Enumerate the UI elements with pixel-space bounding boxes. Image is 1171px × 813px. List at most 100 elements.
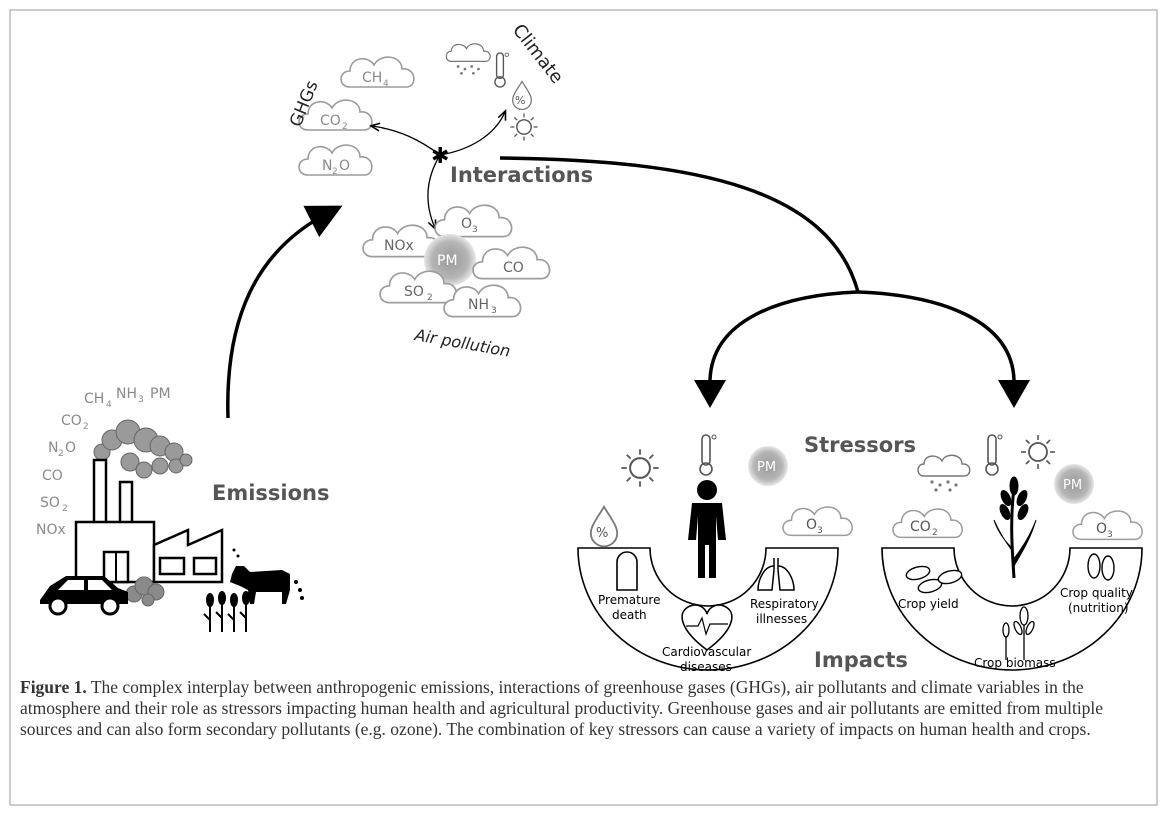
svg-text:2: 2	[58, 449, 64, 459]
svg-text:N: N	[322, 158, 332, 174]
o3-cloud-crops: O 3	[1072, 510, 1143, 541]
figure-caption: Figure 1. The complex interplay between …	[20, 677, 1150, 740]
svg-text:O: O	[339, 158, 350, 174]
svg-text:Respiratory: Respiratory	[750, 597, 819, 611]
svg-text:4: 4	[106, 400, 112, 410]
svg-text:NOx: NOx	[36, 522, 66, 538]
person-icon	[688, 480, 726, 578]
svg-text:O: O	[806, 517, 817, 533]
arrowhead-crops	[998, 380, 1030, 408]
crop-quality-icon	[1087, 553, 1115, 581]
health-impacts-panel: PM % O 3 Premature death Cardiovascular …	[577, 434, 853, 674]
svg-text:O: O	[461, 216, 472, 232]
caption-text: The complex interplay between anthropoge…	[20, 677, 1104, 739]
svg-text:3: 3	[472, 225, 478, 235]
svg-text:NH: NH	[468, 297, 489, 313]
svg-text:2: 2	[332, 167, 338, 177]
svg-text:PM: PM	[150, 386, 171, 402]
svg-text:CO: CO	[42, 468, 63, 484]
svg-text:Premature: Premature	[598, 593, 660, 607]
pollutant-cloud-so2: SO 2	[379, 270, 458, 304]
pm-icon-health: PM	[748, 446, 788, 486]
figure-border	[9, 9, 1158, 806]
pollutant-cloud-nox: NOx	[362, 224, 441, 258]
interaction-arrows	[372, 112, 505, 228]
emissions-arrow	[226, 205, 343, 419]
ghg-cloud-n2o: N 2 O	[298, 144, 373, 177]
svg-text:CO: CO	[320, 113, 341, 129]
svg-text:NOx: NOx	[384, 238, 414, 254]
svg-text:%: %	[515, 94, 525, 107]
premature-death-icon	[616, 551, 638, 591]
humidity-icon-health: %	[589, 505, 619, 548]
caption-label: Figure 1.	[20, 677, 87, 697]
svg-text:illnesses: illnesses	[756, 612, 807, 626]
pollutant-cloud-co: CO	[472, 246, 551, 280]
o3-cloud-health: O 3	[782, 506, 853, 537]
svg-text:(nutrition): (nutrition)	[1068, 601, 1129, 615]
svg-text:O: O	[65, 440, 76, 456]
ghg-cloud-ch4: CH 4	[340, 56, 415, 89]
svg-text:2: 2	[62, 504, 68, 514]
lungs-icon	[757, 558, 795, 591]
svg-text:%: %	[596, 526, 608, 541]
svg-text:Crop biomass: Crop biomass	[974, 656, 1056, 670]
svg-text:3: 3	[817, 526, 823, 536]
arrow-to-health	[708, 290, 859, 381]
stressors-label: Stressors	[804, 433, 916, 457]
svg-text:CO: CO	[61, 413, 82, 429]
heart-icon	[681, 604, 733, 651]
svg-text:O: O	[1096, 521, 1107, 537]
svg-text:4: 4	[383, 79, 389, 89]
interactions-label: Interactions	[450, 163, 593, 187]
svg-text:SO: SO	[404, 284, 424, 300]
svg-text:2: 2	[932, 528, 938, 538]
svg-text:Crop yield: Crop yield	[898, 597, 959, 611]
co2-cloud-crops: CO 2	[892, 508, 963, 539]
svg-text:2: 2	[427, 293, 433, 303]
interaction-star: ✱	[431, 144, 449, 169]
svg-text:Cardiovascular: Cardiovascular	[662, 645, 751, 659]
svg-text:diseases: diseases	[680, 660, 732, 674]
svg-text:3: 3	[491, 306, 497, 316]
pollutant-cloud-o3: O 3	[434, 204, 513, 238]
impacts-label: Impacts	[814, 648, 908, 672]
arrow-to-crops	[857, 290, 1016, 381]
crops-icon	[203, 591, 250, 632]
svg-text:PM: PM	[757, 460, 776, 475]
pollutant-cloud-nh3: NH 3	[443, 284, 522, 318]
interactions-to-stressors-line	[499, 156, 860, 293]
svg-text:PM: PM	[1063, 478, 1082, 493]
svg-text:2: 2	[342, 122, 348, 132]
cow-icon	[230, 548, 304, 604]
arrowhead-health	[694, 380, 726, 408]
svg-text:N: N	[48, 440, 58, 456]
svg-text:SO: SO	[40, 495, 60, 511]
factory-icon	[74, 419, 224, 584]
climate-label: Climate	[508, 20, 567, 88]
svg-text:3: 3	[1107, 530, 1113, 540]
air-pollution-label: Air pollution	[412, 325, 512, 361]
svg-text:CO: CO	[910, 519, 931, 535]
emission-labels: CH 4 NH 3 PM CO 2 N 2 O CO SO 2 NOx	[36, 386, 171, 538]
emissions-label: Emissions	[212, 481, 330, 505]
crop-biomass-icon	[1002, 606, 1035, 660]
ghg-cloud-co2: CO 2	[298, 99, 373, 132]
car-icon	[40, 576, 165, 616]
svg-text:CH: CH	[362, 70, 382, 86]
wheat-plant-icon	[993, 476, 1037, 579]
svg-text:NH: NH	[116, 386, 137, 402]
svg-text:CO: CO	[503, 260, 524, 276]
svg-text:3: 3	[138, 395, 144, 405]
crop-yield-icon	[905, 565, 963, 594]
svg-text:PM: PM	[437, 253, 458, 269]
svg-text:CH: CH	[84, 391, 104, 407]
svg-text:2: 2	[83, 422, 89, 432]
crop-impacts-panel: PM CO 2 O 3 Crop yield	[881, 434, 1143, 671]
svg-text:death: death	[612, 608, 647, 622]
climate-icons: %	[445, 43, 539, 142]
pm-icon-crops: PM	[1054, 464, 1094, 504]
svg-text:Crop quality: Crop quality	[1060, 586, 1133, 600]
